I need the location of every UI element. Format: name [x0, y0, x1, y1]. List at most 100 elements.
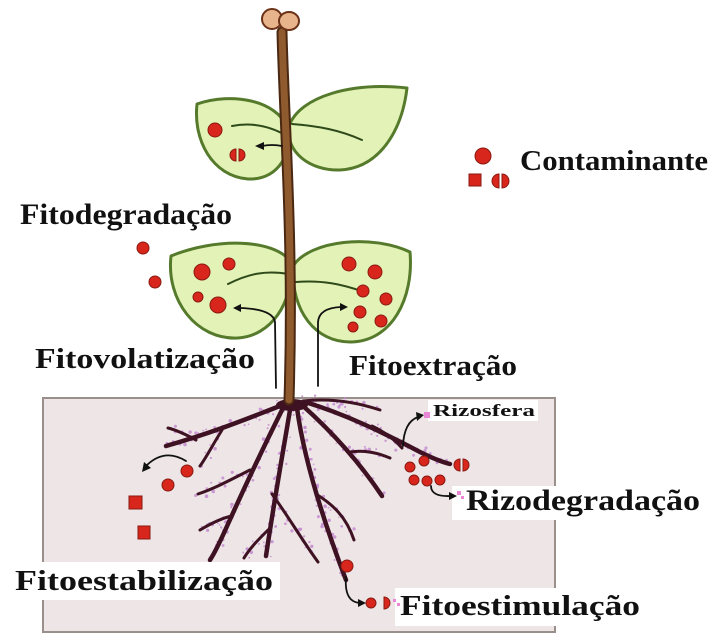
root-hair-dot: [345, 411, 347, 413]
root-hair-dot: [263, 542, 265, 544]
root-hair-dot: [330, 509, 332, 511]
root-hair-dot: [371, 433, 373, 435]
contaminant-dot: [375, 315, 387, 327]
legend-contaminant-square: [469, 174, 481, 186]
root-hair-dot: [305, 439, 308, 442]
root-hair-dot: [248, 557, 250, 559]
contaminant-dot: [194, 264, 210, 280]
root-hair-dot: [301, 395, 303, 397]
root-hair-dot: [364, 446, 366, 448]
root-hair-dot: [326, 403, 329, 406]
contaminant-dot: [405, 462, 415, 472]
root-hair-dot: [174, 425, 177, 428]
root-hair-dot: [375, 448, 377, 450]
root-hair-dot: [320, 525, 324, 529]
root-hair-dot: [344, 397, 346, 399]
root-hair-dot: [242, 552, 244, 554]
contaminant-dot: [348, 322, 358, 332]
root-hair-dot: [240, 503, 242, 505]
root-hair-dot: [333, 535, 336, 538]
root-hair-dot: [314, 468, 317, 471]
root-hair-dot: [252, 540, 254, 542]
arrow-fitodegradacao: [262, 145, 282, 146]
root-hair-dot: [362, 475, 364, 477]
root-hair-dot: [344, 406, 346, 408]
root-hair-dot: [259, 408, 262, 411]
contaminant-dot: [354, 306, 366, 318]
root-hair-dot: [276, 400, 278, 402]
root-hair-dot: [268, 424, 270, 426]
root-hair-dot: [257, 466, 260, 469]
root-hair-dot: [194, 431, 197, 434]
root-hair-dot: [310, 545, 313, 548]
root-hair-dot: [274, 525, 277, 528]
root-hair-dot: [258, 543, 260, 545]
contaminant-dot: [149, 276, 161, 288]
root-hair-dot: [222, 544, 225, 547]
root-hair-dot: [314, 421, 316, 423]
root-hair-dot: [217, 523, 219, 525]
root-hair-dot: [272, 413, 274, 415]
root-hair-dot: [244, 424, 246, 426]
rhizosphere-marker: [461, 496, 464, 499]
root-hair-dot: [304, 431, 307, 434]
root-hair-dot: [209, 444, 211, 446]
contaminant-dot: [366, 598, 376, 608]
rhizosphere-marker: [424, 412, 430, 418]
root-hair-dot: [219, 524, 221, 526]
leaf-lower-left: [170, 243, 291, 338]
root-hair-dot: [340, 525, 343, 528]
root-hair-dot: [328, 519, 331, 522]
contaminant-dot: [368, 265, 382, 279]
label-fitovolatizacao: Fitovolatização: [35, 343, 255, 375]
root-hair-dot: [384, 440, 386, 442]
root-hair-dot: [309, 448, 312, 451]
label-fitoestabilizacao: Fitoestabilização: [15, 565, 273, 597]
root-hair-dot: [303, 426, 306, 429]
root-hair-dot: [183, 443, 187, 447]
root-hair-dot: [314, 499, 316, 501]
contaminant-dot: [193, 292, 203, 302]
root-hair-dot: [202, 430, 204, 432]
root-hair-dot: [210, 482, 212, 484]
root-hair-dot: [308, 541, 310, 543]
root-hair-dot: [412, 454, 415, 457]
root-hair-dot: [285, 463, 287, 465]
legend-label: Contaminante: [520, 146, 708, 177]
root-hair-dot: [206, 529, 209, 532]
contaminant-dot: [341, 560, 353, 572]
root-hair-dot: [276, 464, 278, 466]
root-hair-dot: [230, 506, 232, 508]
root-hair-dot: [324, 420, 326, 422]
root-hair-dot: [265, 451, 267, 453]
root-hair-dot: [338, 517, 339, 518]
root-hair-dot: [317, 515, 320, 518]
contaminant-dot: [210, 297, 226, 313]
root-hair-dot: [376, 435, 378, 437]
root-hair-dot: [289, 437, 291, 439]
root-hair-dot: [210, 457, 212, 459]
contaminant-dot: [380, 293, 392, 305]
root-hair-dot: [348, 446, 351, 449]
root-hair-dot: [328, 507, 330, 509]
legend: Contaminante: [469, 146, 708, 188]
label-rizosfera: Rizosfera: [433, 401, 536, 420]
root-hair-dot: [394, 449, 397, 452]
root-hair-dot: [205, 429, 207, 431]
root-hair-dot: [303, 535, 305, 537]
root-hair-dot: [314, 395, 316, 397]
root-hair-dot: [213, 447, 216, 450]
root-hair-dot: [336, 443, 337, 444]
root-hair-dot: [270, 556, 272, 558]
root-hair-dot: [373, 478, 375, 480]
root-hair-dot: [353, 527, 356, 530]
label-fitoestimulacao: Fitoestimulação: [400, 590, 640, 622]
root-hair-dot: [246, 473, 248, 475]
root-hair-dot: [259, 419, 261, 421]
contaminant-dot: [137, 242, 149, 254]
leaf-upper-right: [289, 87, 407, 170]
root-hair-dot: [310, 458, 313, 461]
contaminant-dot: [435, 475, 445, 485]
root-hair-dot: [425, 446, 428, 449]
contaminant-dot: [223, 258, 235, 270]
